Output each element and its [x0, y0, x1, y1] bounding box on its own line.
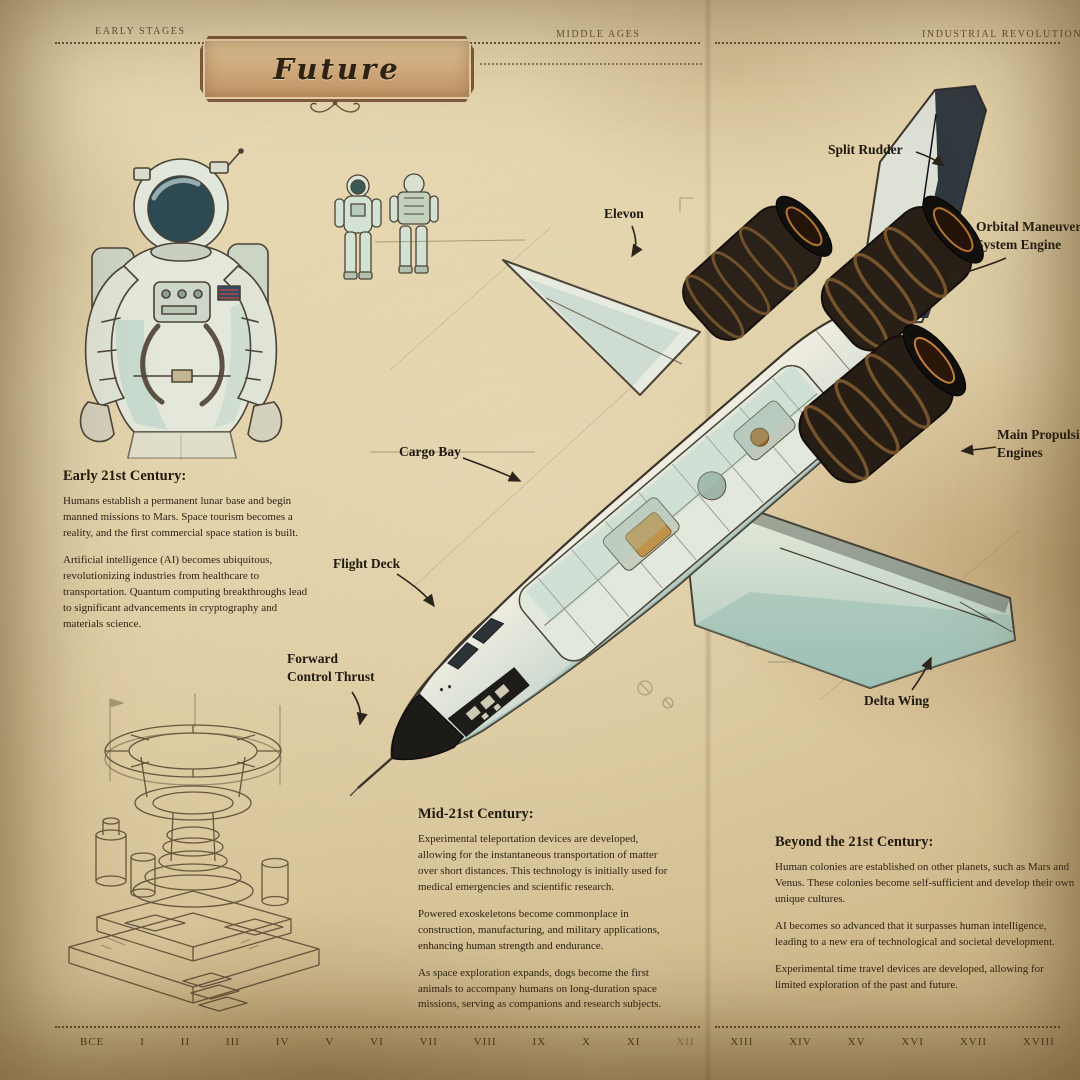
- callout-main-propulsion: Main Propulsion Engines: [997, 427, 1080, 461]
- timeline-top-dots-mid: [480, 63, 702, 65]
- section-beyond-paragraph-3: Experimental time travel devices are dev…: [775, 962, 1044, 991]
- timeline-label-industrial-revolution: Industrial Revolution: [922, 29, 1080, 40]
- timeline-mark: V: [325, 1036, 335, 1048]
- timeline-mark: VI: [370, 1036, 384, 1048]
- timeline-mark: III: [225, 1036, 240, 1048]
- timeline-mark: XVII: [959, 1036, 988, 1048]
- timeline-mark: II: [180, 1036, 191, 1048]
- callout-delta-wing: Delta Wing: [864, 693, 930, 708]
- callout-cargo-bay: Cargo Bay: [399, 444, 461, 459]
- timeline-bottom-dots-left: [55, 1026, 700, 1028]
- callout-flight-deck: Flight Deck: [333, 556, 401, 571]
- shuttle-illustration: [350, 70, 1080, 830]
- astronaut-illustration: [50, 140, 310, 470]
- section-beyond-heading: Beyond the 21st Century:: [775, 834, 934, 850]
- timeline-bottom-dots-right: [715, 1026, 1060, 1028]
- callout-elevon: Elevon: [604, 206, 644, 221]
- timeline-mark: XVIII: [1022, 1036, 1055, 1048]
- section-beyond-paragraph-2: AI becomes so advanced that it surpasses…: [775, 919, 1055, 948]
- timeline-mark: VII: [419, 1036, 438, 1048]
- timeline-mark: XII: [676, 1036, 695, 1048]
- timeline-mark: XIV: [789, 1036, 812, 1048]
- section-early-21st-century: Early 21st Century: Humans establish a p…: [63, 468, 315, 644]
- flourish-icon: [304, 99, 366, 119]
- section-early-paragraph-1: Humans establish a permanent lunar base …: [63, 495, 299, 539]
- timeline-mark: XI: [626, 1036, 641, 1048]
- section-mid-paragraph-1: Experimental teleportation devices are d…: [418, 833, 668, 893]
- section-mid-heading: Mid-21st Century:: [418, 806, 534, 822]
- timeline-mark: XVI: [901, 1036, 924, 1048]
- timeline-label-early-stages: Early Stages: [95, 26, 186, 37]
- era-banner: Future: [200, 36, 474, 102]
- section-mid-21st-century: Mid-21st Century: Experimental teleporta…: [418, 806, 678, 1024]
- timeline-label-middle-ages: Middle Ages: [556, 29, 641, 40]
- section-mid-paragraph-2: Powered exoskeletons become commonplace …: [418, 907, 660, 952]
- section-early-heading: Early 21st Century:: [63, 468, 187, 484]
- timeline-mark: IV: [275, 1036, 290, 1048]
- section-beyond-paragraph-1: Human colonies are established on other …: [775, 861, 1075, 905]
- section-early-paragraph-2: Artificial intelligence (AI) becomes ubi…: [63, 553, 308, 630]
- section-mid-paragraph-3: As space exploration expands, dogs becom…: [418, 966, 662, 1011]
- timeline-mark: X: [582, 1036, 591, 1048]
- timeline-top-dots-right: [715, 42, 1060, 44]
- callout-split-rudder: Split Rudder: [828, 142, 903, 157]
- timeline-mark: VIII: [473, 1036, 497, 1048]
- timeline-mark: I: [140, 1036, 145, 1048]
- section-beyond-21st-century: Beyond the 21st Century: Human colonies …: [775, 834, 1075, 1005]
- callout-orbital-maneuvering: Orbital Maneuvering System Engine: [976, 219, 1080, 253]
- callout-forward-control-thrust: Forward Control Thrust: [287, 651, 375, 685]
- timeline-mark: XV: [847, 1036, 866, 1048]
- timeline-mark: XIII: [730, 1036, 754, 1048]
- timeline-mark: IX: [532, 1036, 547, 1048]
- small-astronauts-illustration: [330, 168, 450, 308]
- teleporter-illustration: [35, 685, 335, 1015]
- timeline-mark: BCE: [80, 1036, 105, 1048]
- timeline-bottom: BCE I II III IV V VI VII VIII IX X XI XI…: [80, 1036, 1055, 1048]
- era-banner-title: Future: [273, 52, 401, 86]
